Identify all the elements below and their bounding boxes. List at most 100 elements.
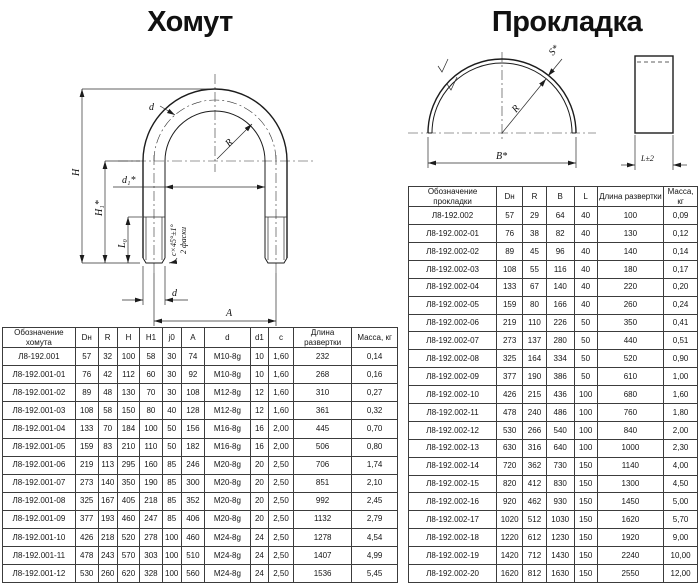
gasket-side-view: L±2	[621, 55, 687, 170]
cell: 110	[522, 313, 547, 333]
column-header: B	[545, 185, 575, 208]
cell: 10	[249, 365, 270, 385]
cell: 273	[74, 473, 99, 493]
cell: 164	[522, 349, 547, 369]
cell: 0,70	[351, 419, 398, 439]
cell: 232	[292, 347, 353, 367]
u-bolt-outline	[142, 88, 288, 264]
cell: Л8-192.002-14	[407, 456, 498, 476]
column-header: H	[116, 326, 141, 349]
cell: 0,09	[663, 206, 698, 226]
cell: 150	[573, 564, 598, 583]
cell: 280	[545, 331, 575, 351]
cell: 67	[522, 277, 547, 297]
cell: 50	[573, 313, 598, 333]
cell: 930	[545, 492, 575, 512]
cell: 328	[139, 563, 163, 584]
cell: 80	[139, 401, 163, 421]
cell: 40	[573, 295, 598, 315]
cell: 760	[596, 402, 665, 422]
cell: M24-8g	[204, 527, 251, 547]
cell: M20-8g	[204, 455, 251, 475]
cell: Л8-192.002-08	[407, 349, 498, 369]
cell: 100	[573, 402, 598, 422]
cell: 830	[545, 474, 575, 494]
cell: 100	[161, 563, 182, 584]
cell: 10	[249, 347, 270, 367]
cell: 820	[496, 474, 524, 494]
cell: 85	[161, 509, 182, 529]
cell: M16-8g	[204, 419, 251, 439]
cell: 0,32	[351, 401, 398, 421]
cell: 50	[573, 349, 598, 369]
cell: Л8-192.001-07	[2, 473, 76, 493]
cell: 2,50	[268, 545, 294, 565]
cell: 530	[74, 563, 99, 584]
cell: 1630	[545, 564, 575, 583]
cell: 100	[596, 206, 665, 226]
cell: Л8-192.002-05	[407, 295, 498, 315]
gasket-dimension-thickness: S*	[547, 43, 563, 77]
cell: 334	[545, 349, 575, 369]
cell: 96	[545, 241, 575, 261]
cell: 40	[573, 224, 598, 243]
cell: Л8-192.002-03	[407, 259, 498, 279]
cell: 150	[116, 401, 141, 421]
cell: 386	[545, 367, 575, 387]
cell: 74	[180, 347, 206, 367]
clamp-drawing: R d H H₁* d₁* L₀	[71, 74, 314, 326]
cell: 0,24	[663, 295, 698, 315]
column-header: Длина развертки	[596, 185, 665, 208]
cell: 85	[161, 455, 182, 475]
cell: 2,00	[663, 420, 698, 440]
width-a-label: A	[225, 308, 233, 319]
cell: 325	[74, 491, 99, 511]
cell: 720	[496, 456, 524, 476]
cell: 560	[180, 563, 206, 584]
cell: 10,00	[663, 546, 698, 565]
column-header: j0	[161, 326, 182, 349]
gasket-title: Прокладка	[491, 6, 643, 38]
cell: 137	[522, 331, 547, 351]
cell: Л8-192.002-06	[407, 313, 498, 333]
cell: 303	[139, 545, 163, 565]
cell: 180	[596, 259, 665, 279]
cell: 182	[180, 437, 206, 457]
cell: 1420	[496, 546, 524, 565]
cell: 40	[573, 206, 598, 226]
cell: 0,41	[663, 313, 698, 333]
cell: 40	[573, 259, 598, 279]
cell: 156	[180, 419, 206, 439]
cell: 100	[116, 347, 141, 367]
cell: Л8-192.001-05	[2, 437, 76, 457]
column-header: c	[268, 326, 294, 349]
cell: Л8-192.001-03	[2, 401, 76, 421]
cell: 100	[573, 438, 598, 458]
cell: 361	[292, 401, 353, 421]
cell: Л8-192.002-15	[407, 474, 498, 494]
cell: 1536	[292, 563, 353, 584]
column-header: H1	[139, 326, 163, 349]
cell: 70	[97, 419, 118, 439]
cell: 426	[496, 385, 524, 404]
cell: 219	[496, 313, 524, 333]
cell: 38	[522, 224, 547, 243]
cell: 226	[545, 313, 575, 333]
cell: 159	[74, 437, 99, 457]
cell: Л8-192.002-07	[407, 331, 498, 351]
cell: 50	[573, 367, 598, 387]
column-header: Обозначение хомута	[2, 326, 76, 349]
cell: 486	[545, 402, 575, 422]
cell: 1230	[545, 528, 575, 548]
cell: 620	[116, 563, 141, 584]
cell: 0,17	[663, 259, 698, 279]
cell: 445	[292, 419, 353, 439]
